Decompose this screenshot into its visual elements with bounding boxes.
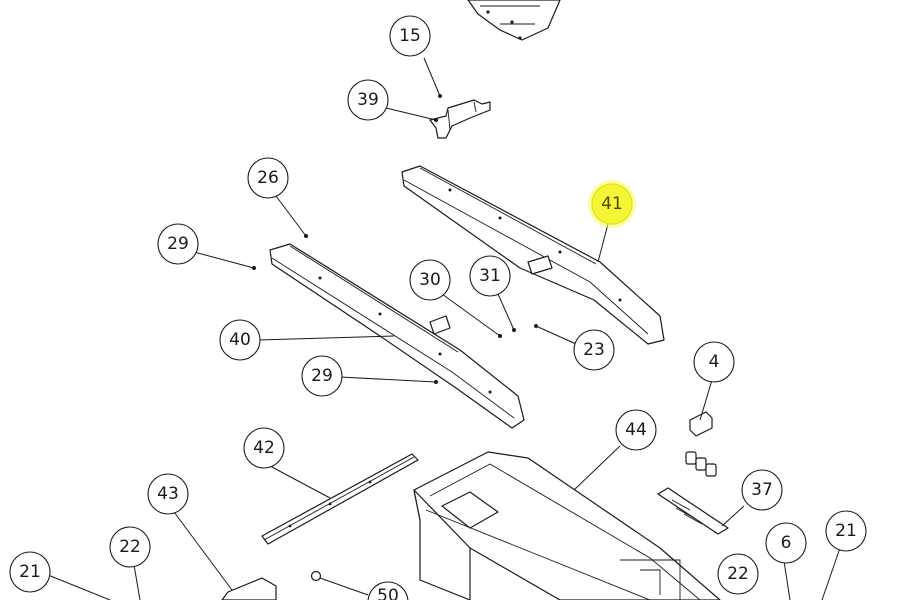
callout-26-label: 26 xyxy=(257,168,279,188)
callout-43[interactable]: 43 xyxy=(147,473,189,515)
callout-29-upper-label: 29 xyxy=(167,234,189,254)
callout-41-highlighted[interactable]: 41 xyxy=(588,180,636,228)
bracket-part xyxy=(429,99,491,139)
callout-29-lower[interactable]: 29 xyxy=(301,355,343,397)
callout-4[interactable]: 4 xyxy=(693,341,735,383)
leader-lines xyxy=(47,57,841,600)
callout-50-label: 50 xyxy=(377,586,399,600)
callout-37-label: 37 xyxy=(751,480,773,500)
callout-21-left[interactable]: 21 xyxy=(9,551,51,593)
callout-21-right[interactable]: 21 xyxy=(825,510,867,552)
callout-29-upper[interactable]: 29 xyxy=(157,223,199,265)
thin-strip xyxy=(261,453,419,545)
callout-21-left-label: 21 xyxy=(19,562,41,582)
callout-29-lower-label: 29 xyxy=(311,366,333,386)
callout-21-right-label: 21 xyxy=(835,521,857,541)
callout-15-label: 15 xyxy=(399,26,421,46)
main-housing xyxy=(413,451,721,600)
callout-23-label: 23 xyxy=(583,340,605,360)
callout-44-label: 44 xyxy=(625,420,647,440)
callout-26[interactable]: 26 xyxy=(247,157,289,199)
bolt-part xyxy=(310,570,322,582)
lower-left-bracket xyxy=(221,577,277,600)
callout-40[interactable]: 40 xyxy=(219,319,261,361)
callout-43-label: 43 xyxy=(157,484,179,504)
callout-44[interactable]: 44 xyxy=(615,409,657,451)
callout-39[interactable]: 39 xyxy=(347,79,389,121)
callout-41-label: 41 xyxy=(601,194,623,214)
callout-6[interactable]: 6 xyxy=(765,522,807,564)
callout-30-label: 30 xyxy=(419,270,441,290)
top-cover-panel xyxy=(467,0,561,41)
callout-31-label: 31 xyxy=(479,266,501,286)
callout-40-label: 40 xyxy=(229,330,251,350)
callout-22-left[interactable]: 22 xyxy=(109,526,151,568)
callout-23[interactable]: 23 xyxy=(573,329,615,371)
callout-30[interactable]: 30 xyxy=(409,259,451,301)
callout-42[interactable]: 42 xyxy=(243,427,285,469)
callout-50[interactable]: 50 xyxy=(367,581,409,600)
callout-37[interactable]: 37 xyxy=(741,469,783,511)
long-rail-lower xyxy=(269,243,525,429)
flat-plate xyxy=(657,487,729,535)
small-block-parts xyxy=(685,411,717,477)
long-rail-upper xyxy=(401,165,665,345)
callout-15[interactable]: 15 xyxy=(389,15,431,57)
callout-4-label: 4 xyxy=(709,352,720,372)
callout-39-label: 39 xyxy=(357,90,379,110)
callout-42-label: 42 xyxy=(253,438,275,458)
callout-22-left-label: 22 xyxy=(119,537,141,557)
callout-22-right-label: 22 xyxy=(727,564,749,584)
callout-6-label: 6 xyxy=(781,533,792,553)
callout-22-right[interactable]: 22 xyxy=(717,553,759,595)
callout-31[interactable]: 31 xyxy=(469,255,511,297)
